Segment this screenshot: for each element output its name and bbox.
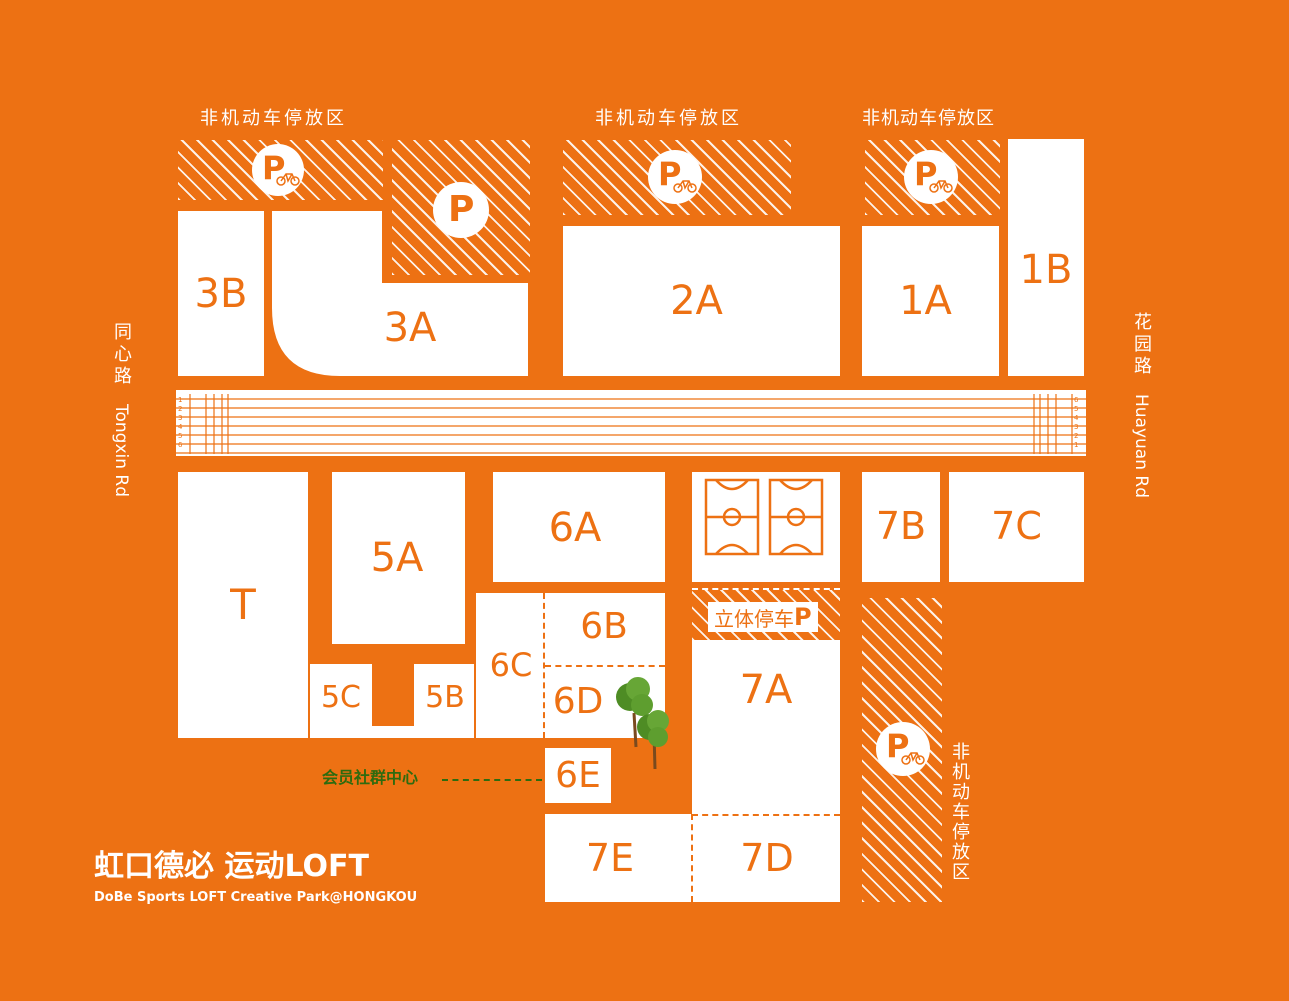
- building-t[interactable]: [178, 472, 308, 738]
- track-lane-numbers-left: 1 2 3 4 5 6: [178, 396, 183, 449]
- tree-icon: [616, 677, 669, 770]
- building-6c-label: 6C: [489, 646, 533, 684]
- bike-parking-sign-1: P: [252, 144, 304, 196]
- road-label-tongxin-cn: 同心路: [111, 322, 132, 388]
- building-6a-label: 6A: [548, 504, 602, 551]
- running-track: [176, 390, 1086, 456]
- bike-parking-sign-4: P: [876, 722, 930, 776]
- building-1a[interactable]: [862, 226, 999, 376]
- building-6b-label: 6B: [580, 606, 628, 647]
- building-6e-label: 6E: [555, 754, 601, 796]
- road-label-huayuan-cn: 花园路: [1131, 312, 1152, 378]
- bicycle-icon: [276, 173, 300, 186]
- garage-p-symbol: P: [794, 603, 812, 631]
- building-5a[interactable]: [332, 472, 465, 644]
- building-5c[interactable]: [310, 664, 372, 738]
- bike-parking-sign-3: P: [904, 150, 958, 204]
- divider-6c-6b: [543, 593, 545, 738]
- building-5c-5b-link: [372, 726, 414, 738]
- building-1a-label: 1A: [899, 278, 952, 324]
- brand-title: 虹口德必 运动LOFT: [94, 849, 369, 884]
- building-6a[interactable]: [493, 472, 665, 582]
- building-6d-label: 6D: [552, 681, 604, 722]
- brand-subtitle: DoBe Sports LOFT Creative Park@HONGKOU: [94, 890, 418, 905]
- building-7a[interactable]: [692, 640, 840, 902]
- building-1b[interactable]: [1008, 139, 1084, 376]
- road-label-tongxin-en: Tongxin Rd: [111, 404, 131, 498]
- bike-parking-label-4: 非机动车停放区: [949, 742, 970, 882]
- road-label-huayuan-en: Huayuan Rd: [1131, 394, 1151, 499]
- building-7b[interactable]: [862, 472, 940, 582]
- building-3a[interactable]: [272, 211, 530, 376]
- building-3b-label: 3B: [194, 270, 248, 317]
- garage-label-box: 立体停车 P: [708, 602, 818, 632]
- bicycle-icon: [901, 752, 925, 765]
- community-center-label: 会员社群中心: [322, 768, 419, 787]
- building-7b-label: 7B: [875, 503, 927, 548]
- bicycle-icon: [673, 180, 697, 193]
- building-6e[interactable]: [545, 748, 611, 803]
- divider-7a-7d: [692, 814, 840, 816]
- building-3b[interactable]: [178, 211, 264, 376]
- bike-parking-sign-2: P: [648, 150, 702, 204]
- building-7c-label: 7C: [991, 503, 1042, 548]
- building-3a-label: 3A: [383, 304, 437, 351]
- building-7c[interactable]: [949, 472, 1084, 582]
- building-5c-label: 5C: [320, 680, 362, 715]
- basketball-courts[interactable]: [692, 472, 840, 582]
- building-2a-label: 2A: [670, 278, 723, 324]
- building-5b-label: 5B: [425, 680, 465, 715]
- community-center-leader: [442, 779, 542, 781]
- building-2a[interactable]: [563, 226, 840, 376]
- garage-label: 立体停车: [714, 606, 794, 631]
- building-7e-label: 7E: [585, 835, 635, 880]
- building-t-label: T: [230, 580, 256, 629]
- garage-border-top: [692, 588, 840, 590]
- divider-6b-6d: [545, 665, 665, 667]
- building-5b[interactable]: [414, 664, 474, 738]
- building-5a-label: 5A: [370, 534, 424, 581]
- building-7a-label: 7A: [739, 667, 793, 713]
- building-1b-label: 1B: [1019, 247, 1073, 293]
- bike-parking-label-1: 非机动车停放区: [200, 108, 347, 129]
- bike-parking-label-3: 非机动车停放区: [862, 108, 995, 129]
- building-7d-label: 7D: [740, 835, 794, 880]
- track-lane-numbers-right: 6 5 4 3 2 1: [1074, 396, 1079, 449]
- bike-parking-label-2: 非机动车停放区: [595, 108, 742, 129]
- car-parking-sign-3a: P: [433, 182, 489, 238]
- building-7e[interactable]: [545, 814, 692, 902]
- divider-7e-7d: [691, 814, 693, 902]
- bicycle-icon: [929, 180, 953, 193]
